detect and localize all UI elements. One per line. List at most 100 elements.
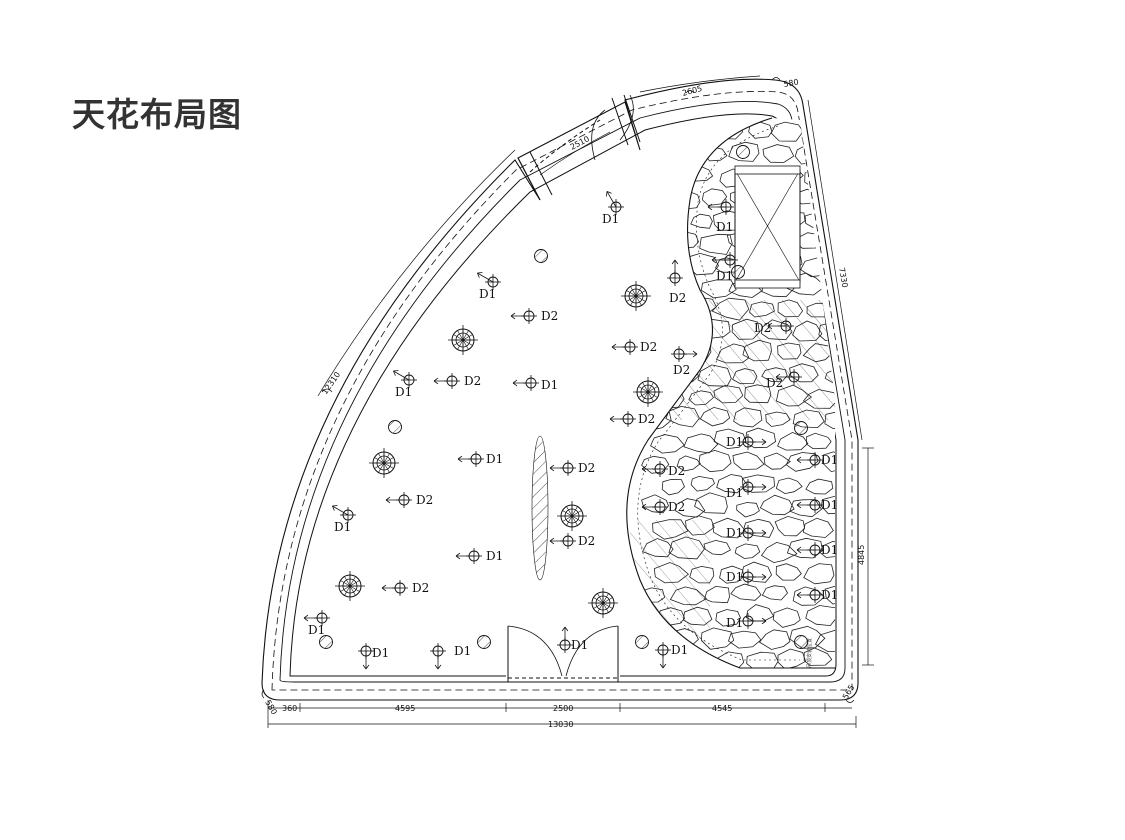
- stone-tile: [713, 428, 747, 450]
- stone-tile: [643, 629, 675, 649]
- fixture-label: D2: [640, 340, 657, 354]
- stone-tile: [672, 147, 697, 162]
- stone-tile: [732, 451, 765, 471]
- dim-left-corner: 580: [263, 699, 278, 717]
- pendant-light: [557, 501, 587, 531]
- stone-tile: [803, 563, 835, 585]
- stone-tile: [786, 537, 824, 559]
- stone-tile: [658, 124, 683, 141]
- dim-right-side: 7330: [837, 267, 849, 289]
- fixture-label: D1: [479, 287, 496, 301]
- stone-tile: [775, 563, 802, 581]
- dim-bottom-seg2: 2500: [553, 704, 573, 713]
- dim-arc-corner: 580: [783, 77, 800, 89]
- fixture-label: D1: [372, 646, 389, 660]
- stone-tile: [805, 478, 834, 495]
- downlight: [388, 420, 402, 434]
- stone-tile: [789, 499, 823, 518]
- stone-tile: [825, 147, 835, 162]
- dim-bottom-seg1: 4595: [395, 704, 415, 713]
- stone-tile: [719, 565, 745, 584]
- fixture-d1: D1: [726, 613, 767, 630]
- stone-tile: [777, 648, 807, 668]
- stone-tile: [814, 629, 835, 653]
- fixture-d1: D1: [512, 375, 558, 392]
- stone-tile: [647, 145, 672, 161]
- stone-tile: [774, 515, 806, 537]
- downlight: [731, 265, 745, 279]
- fixture-d1: D1: [303, 610, 330, 637]
- stone-tile: [712, 517, 746, 539]
- stone-tile: [701, 188, 728, 206]
- stone-tile: [690, 475, 715, 492]
- fixture-label: D2: [578, 461, 595, 475]
- stone-tile: [657, 167, 683, 182]
- fixture-label: D2: [668, 464, 685, 478]
- stone-tile: [700, 279, 737, 299]
- stone-tile: [803, 647, 833, 666]
- dim-right-lower: 4845: [857, 545, 866, 565]
- stone-tile: [690, 213, 713, 229]
- fixture-d2: D2: [667, 259, 686, 305]
- fixture-label: D1: [571, 638, 588, 652]
- fixture-d2: D2: [549, 460, 595, 476]
- fixture-label: D1: [726, 526, 743, 540]
- fixture-label: D1: [541, 378, 558, 392]
- pendant-light: [621, 281, 651, 311]
- stone-tile: [642, 321, 670, 340]
- fixture-d2: D2: [671, 346, 698, 377]
- fixture-d1: D1: [655, 642, 688, 669]
- fixture-d2: D2: [611, 339, 657, 355]
- fixture-d1: D1: [711, 252, 738, 283]
- fixture-d1: D1: [602, 191, 624, 226]
- fixture-d2: D2: [381, 580, 429, 596]
- bottom-door: [506, 624, 620, 682]
- dim-bottom-total: 13030: [548, 720, 573, 729]
- fixture-label: D1: [726, 435, 743, 449]
- fixture-label: D2: [541, 309, 558, 323]
- fixture-d1: D1: [726, 569, 767, 585]
- fixture-label: D1: [334, 520, 351, 534]
- fixture-label: D1: [308, 623, 325, 637]
- downlight: [319, 635, 333, 649]
- fixture-label: D1: [395, 385, 412, 399]
- fixture-d1: D1: [455, 548, 503, 564]
- fixture-d1: D1: [477, 272, 501, 301]
- downlight: [635, 635, 649, 649]
- stone-tile: [734, 543, 761, 559]
- stone-tile: [820, 495, 835, 515]
- fixture-label: D2: [416, 493, 433, 507]
- stone-tile: [824, 585, 835, 605]
- fixture-label: D1: [726, 486, 743, 500]
- fixture-d1: D1: [796, 497, 838, 513]
- fixture-label: D1: [726, 616, 743, 630]
- stone-tile: [804, 168, 835, 190]
- fixture-d1: D1: [430, 643, 471, 670]
- top-door: [517, 94, 641, 201]
- downlight: [477, 635, 491, 649]
- stone-tile: [819, 541, 835, 558]
- stone-tile: [746, 651, 779, 668]
- stone-tile: [802, 517, 834, 538]
- fixture-d1: D1: [358, 643, 389, 670]
- fixture-d1: D1: [393, 370, 417, 399]
- pendant-light: [335, 571, 365, 601]
- fixture-d2: D2: [609, 411, 655, 427]
- stone-tile: [772, 607, 801, 628]
- fixture-d1: D1: [796, 452, 838, 468]
- stone-tile: [716, 474, 748, 494]
- fixture-d1: D1: [796, 587, 838, 603]
- stone-tile: [728, 630, 762, 649]
- fixture-label: D1: [486, 549, 503, 563]
- fixture-label: D2: [673, 363, 690, 377]
- stone-tile: [638, 188, 668, 205]
- fixture-label: D1: [602, 212, 619, 226]
- dim-bottom-left: 360: [282, 704, 297, 713]
- dim-bottom-seg3: 4545: [712, 704, 732, 713]
- fixture-label: D2: [669, 291, 686, 305]
- fixture-label: D1: [821, 453, 838, 467]
- stone-tile: [730, 583, 762, 601]
- stone-tile: [684, 124, 711, 143]
- pendant-light: [448, 325, 478, 355]
